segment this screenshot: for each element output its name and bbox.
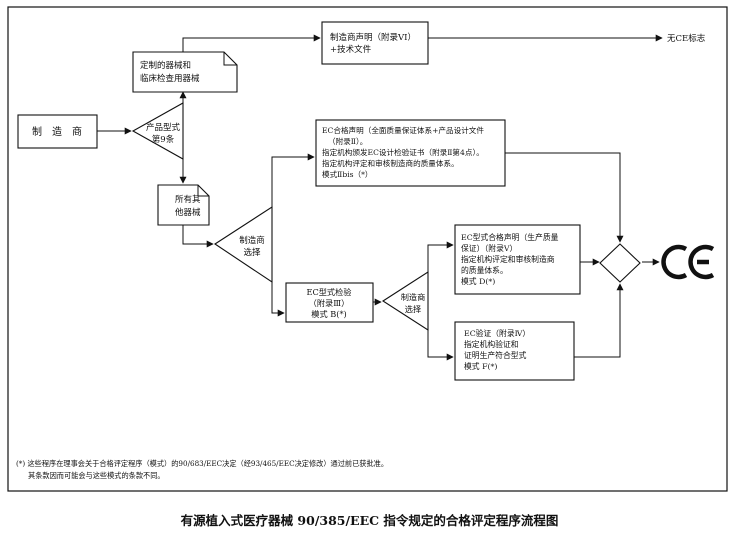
product-type-line-1: 产品型式	[146, 122, 181, 133]
module-f-line-2: 指定机构验证和	[464, 339, 519, 349]
manufacturer-choice-line-1: 制造商	[239, 235, 265, 246]
ec-full-qa-line-5: 模式Ⅱbis（*）	[322, 169, 373, 179]
module-f-line-1: EC验证（附录Ⅳ）	[464, 328, 530, 338]
custom-devices-document: 定制的器械和 临床检查用器械	[132, 51, 238, 93]
footnote-line-2: 其条款因而可能会与这些模式的条款不同。	[28, 471, 165, 480]
ec-full-qa-line-4: 指定机构评定和审核制造商的质量体系。	[322, 158, 459, 168]
ec-type-exam-line-2: （附录Ⅲ）	[309, 298, 350, 308]
ce-mark-logo	[661, 244, 715, 280]
declaration-vi-line-1: 制造商声明（附录VI）	[330, 32, 416, 43]
product-type-line-2: 第9条	[152, 134, 175, 145]
module-d-line-2: 保证）（附录Ⅴ）	[461, 243, 517, 253]
connector-module-f-to-ce	[574, 283, 624, 358]
manufacturer-choice-decision: 制造商 选择	[213, 205, 273, 284]
ec-verification-box: EC验证（附录Ⅳ） 指定机构验证和 证明生产符合型式 模式 F(*)	[454, 321, 575, 381]
connector-choice2-to-module-f	[427, 330, 454, 361]
connectors	[97, 34, 663, 361]
module-d-line-4: 的质量体系。	[461, 265, 508, 275]
connector-other-to-choice	[182, 225, 214, 248]
declaration-vi-line-2: +技术文件	[330, 44, 372, 55]
module-d-line-1: EC型式合格声明（生产质量	[461, 232, 559, 242]
custom-devices-line-1: 定制的器械和	[140, 60, 191, 71]
no-ce-mark-label: 无CE标志	[667, 33, 706, 44]
manufacturer-label: 制 造 商	[32, 125, 82, 138]
other-devices-line-1: 所有其	[175, 194, 201, 205]
manufacturer-choice-decision-2: 制造商 选择	[381, 270, 429, 332]
module-d-line-5: 模式 D(*)	[461, 276, 495, 286]
diagram-frame	[7, 6, 728, 492]
ec-type-exam-line-1: EC型式检验	[307, 287, 352, 297]
other-devices-line-2: 他器械	[175, 207, 201, 218]
connector-custom-to-declaration	[182, 34, 321, 52]
ec-full-qa-line-1: EC合格声明（全面质量保证体系+产品设计文件	[322, 125, 484, 135]
ec-type-conformity-box: EC型式合格声明（生产质量 保证）（附录Ⅴ） 指定机构评定和审核制造商 的质量体…	[454, 224, 581, 295]
connector-choice2-to-module-d	[427, 241, 454, 272]
ce-junction-diamond	[599, 243, 641, 283]
connector-full-qa-to-ce	[505, 152, 624, 243]
manufacturer-box: 制 造 商	[17, 114, 98, 149]
other-devices-document: 所有其 他器械	[157, 184, 210, 226]
manufacturer-choice-2-line-1: 制造商	[401, 292, 426, 302]
ec-declaration-full-qa-box: EC合格声明（全面质量保证体系+产品设计文件 （附录Ⅱ）。 指定机构颁发EC设计…	[315, 119, 506, 187]
ec-type-examination-box: EC型式检验 （附录Ⅲ） 模式 B(*)	[285, 282, 374, 323]
ec-type-exam-line-3: 模式 B(*)	[311, 309, 346, 319]
connector-choice-to-type-exam	[271, 282, 285, 317]
connector-choice-to-full-qa	[271, 153, 315, 207]
manufacturer-choice-2-line-2: 选择	[405, 304, 421, 314]
figure-caption: 有源植入式医疗器械 90/385/EEC 指令规定的合格评定程序流程图	[180, 513, 559, 528]
ec-full-qa-line-3: 指定机构颁发EC设计检验证书（附录Ⅱ第4点）。	[322, 147, 484, 157]
module-f-line-4: 模式 F(*)	[464, 361, 497, 371]
declaration-vi-box: 制造商声明（附录VI） +技术文件	[321, 21, 429, 65]
module-d-line-3: 指定机构评定和审核制造商	[461, 254, 555, 264]
manufacturer-choice-line-2: 选择	[243, 247, 261, 258]
module-f-line-3: 证明生产符合型式	[464, 350, 527, 360]
ec-full-qa-line-2: （附录Ⅱ）。	[328, 137, 367, 146]
product-type-decision: 产品型式 第9条	[131, 102, 184, 160]
custom-devices-line-2: 临床检查用器械	[140, 73, 200, 84]
footnote-line-1: (*) 这些程序在理事会关于合格评定程序（模式）的90/683/EEC决定（经9…	[16, 459, 388, 468]
